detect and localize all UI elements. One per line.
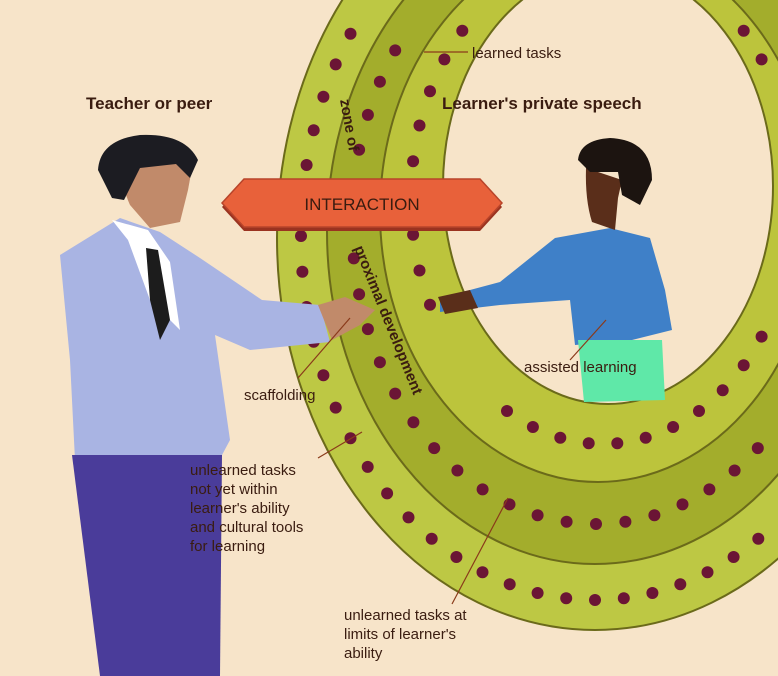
task-dot xyxy=(717,384,729,396)
task-dot xyxy=(414,120,426,132)
task-dot xyxy=(330,58,342,70)
task-dot xyxy=(345,28,357,40)
task-dot xyxy=(477,483,489,495)
task-dot xyxy=(674,578,686,590)
learned-tasks-label: learned tasks xyxy=(472,45,561,62)
task-dot xyxy=(501,405,513,417)
interaction-label: INTERACTION xyxy=(304,195,419,214)
task-dot xyxy=(648,509,660,521)
task-dot xyxy=(738,359,750,371)
task-dot xyxy=(362,461,374,473)
task-dot xyxy=(504,498,516,510)
task-dot xyxy=(362,109,374,121)
task-dot xyxy=(301,159,313,171)
assisted-learning-label: assisted learning xyxy=(524,359,637,376)
task-dot xyxy=(407,416,419,428)
task-dot xyxy=(560,592,572,604)
task-dot xyxy=(450,551,462,563)
task-dot xyxy=(295,230,307,242)
task-dot xyxy=(438,53,450,65)
task-dot xyxy=(590,518,602,530)
teacher-label: Teacher or peer xyxy=(86,94,213,113)
task-dot xyxy=(703,483,715,495)
task-dot xyxy=(561,516,573,528)
task-dot xyxy=(611,437,623,449)
task-dot xyxy=(728,551,740,563)
task-dot xyxy=(362,323,374,335)
task-dot xyxy=(702,566,714,578)
task-dot xyxy=(752,442,764,454)
task-dot xyxy=(308,124,320,136)
task-dot xyxy=(381,487,393,499)
task-dot xyxy=(477,566,489,578)
unlearned-not-within-label: unlearned tasks not yet within learner's… xyxy=(190,462,308,555)
task-dot xyxy=(583,437,595,449)
task-dot xyxy=(414,265,426,277)
interaction-banner: INTERACTION xyxy=(222,179,502,231)
scaffolding-label: scaffolding xyxy=(244,387,315,404)
task-dot xyxy=(756,53,768,65)
task-dot xyxy=(738,25,750,37)
task-dot xyxy=(456,25,468,37)
task-dot xyxy=(374,356,386,368)
task-dot xyxy=(640,432,652,444)
task-dot xyxy=(532,587,544,599)
task-dot xyxy=(756,331,768,343)
task-dot xyxy=(317,369,329,381)
task-dot xyxy=(532,509,544,521)
learner-label: Learner's private speech xyxy=(442,94,642,113)
task-dot xyxy=(296,266,308,278)
task-dot xyxy=(403,511,415,523)
task-dot xyxy=(504,578,516,590)
task-dot xyxy=(619,516,631,528)
task-dot xyxy=(317,91,329,103)
task-dot xyxy=(424,85,436,97)
task-dot xyxy=(389,388,401,400)
task-dot xyxy=(752,533,764,545)
task-dot xyxy=(353,288,365,300)
task-dot xyxy=(428,442,440,454)
task-dot xyxy=(618,592,630,604)
task-dot xyxy=(527,421,539,433)
task-dot xyxy=(426,533,438,545)
task-dot xyxy=(451,465,463,477)
task-dot xyxy=(677,498,689,510)
task-dot xyxy=(667,421,679,433)
task-dot xyxy=(330,402,342,414)
task-dot xyxy=(589,594,601,606)
task-dot xyxy=(729,465,741,477)
task-dot xyxy=(374,76,386,88)
task-dot xyxy=(424,299,436,311)
unlearned-at-limits-label: unlearned tasks at limits of learner's a… xyxy=(344,607,471,662)
task-dot xyxy=(389,44,401,56)
task-dot xyxy=(407,155,419,167)
task-dot xyxy=(554,432,566,444)
task-dot xyxy=(693,405,705,417)
task-dot xyxy=(646,587,658,599)
